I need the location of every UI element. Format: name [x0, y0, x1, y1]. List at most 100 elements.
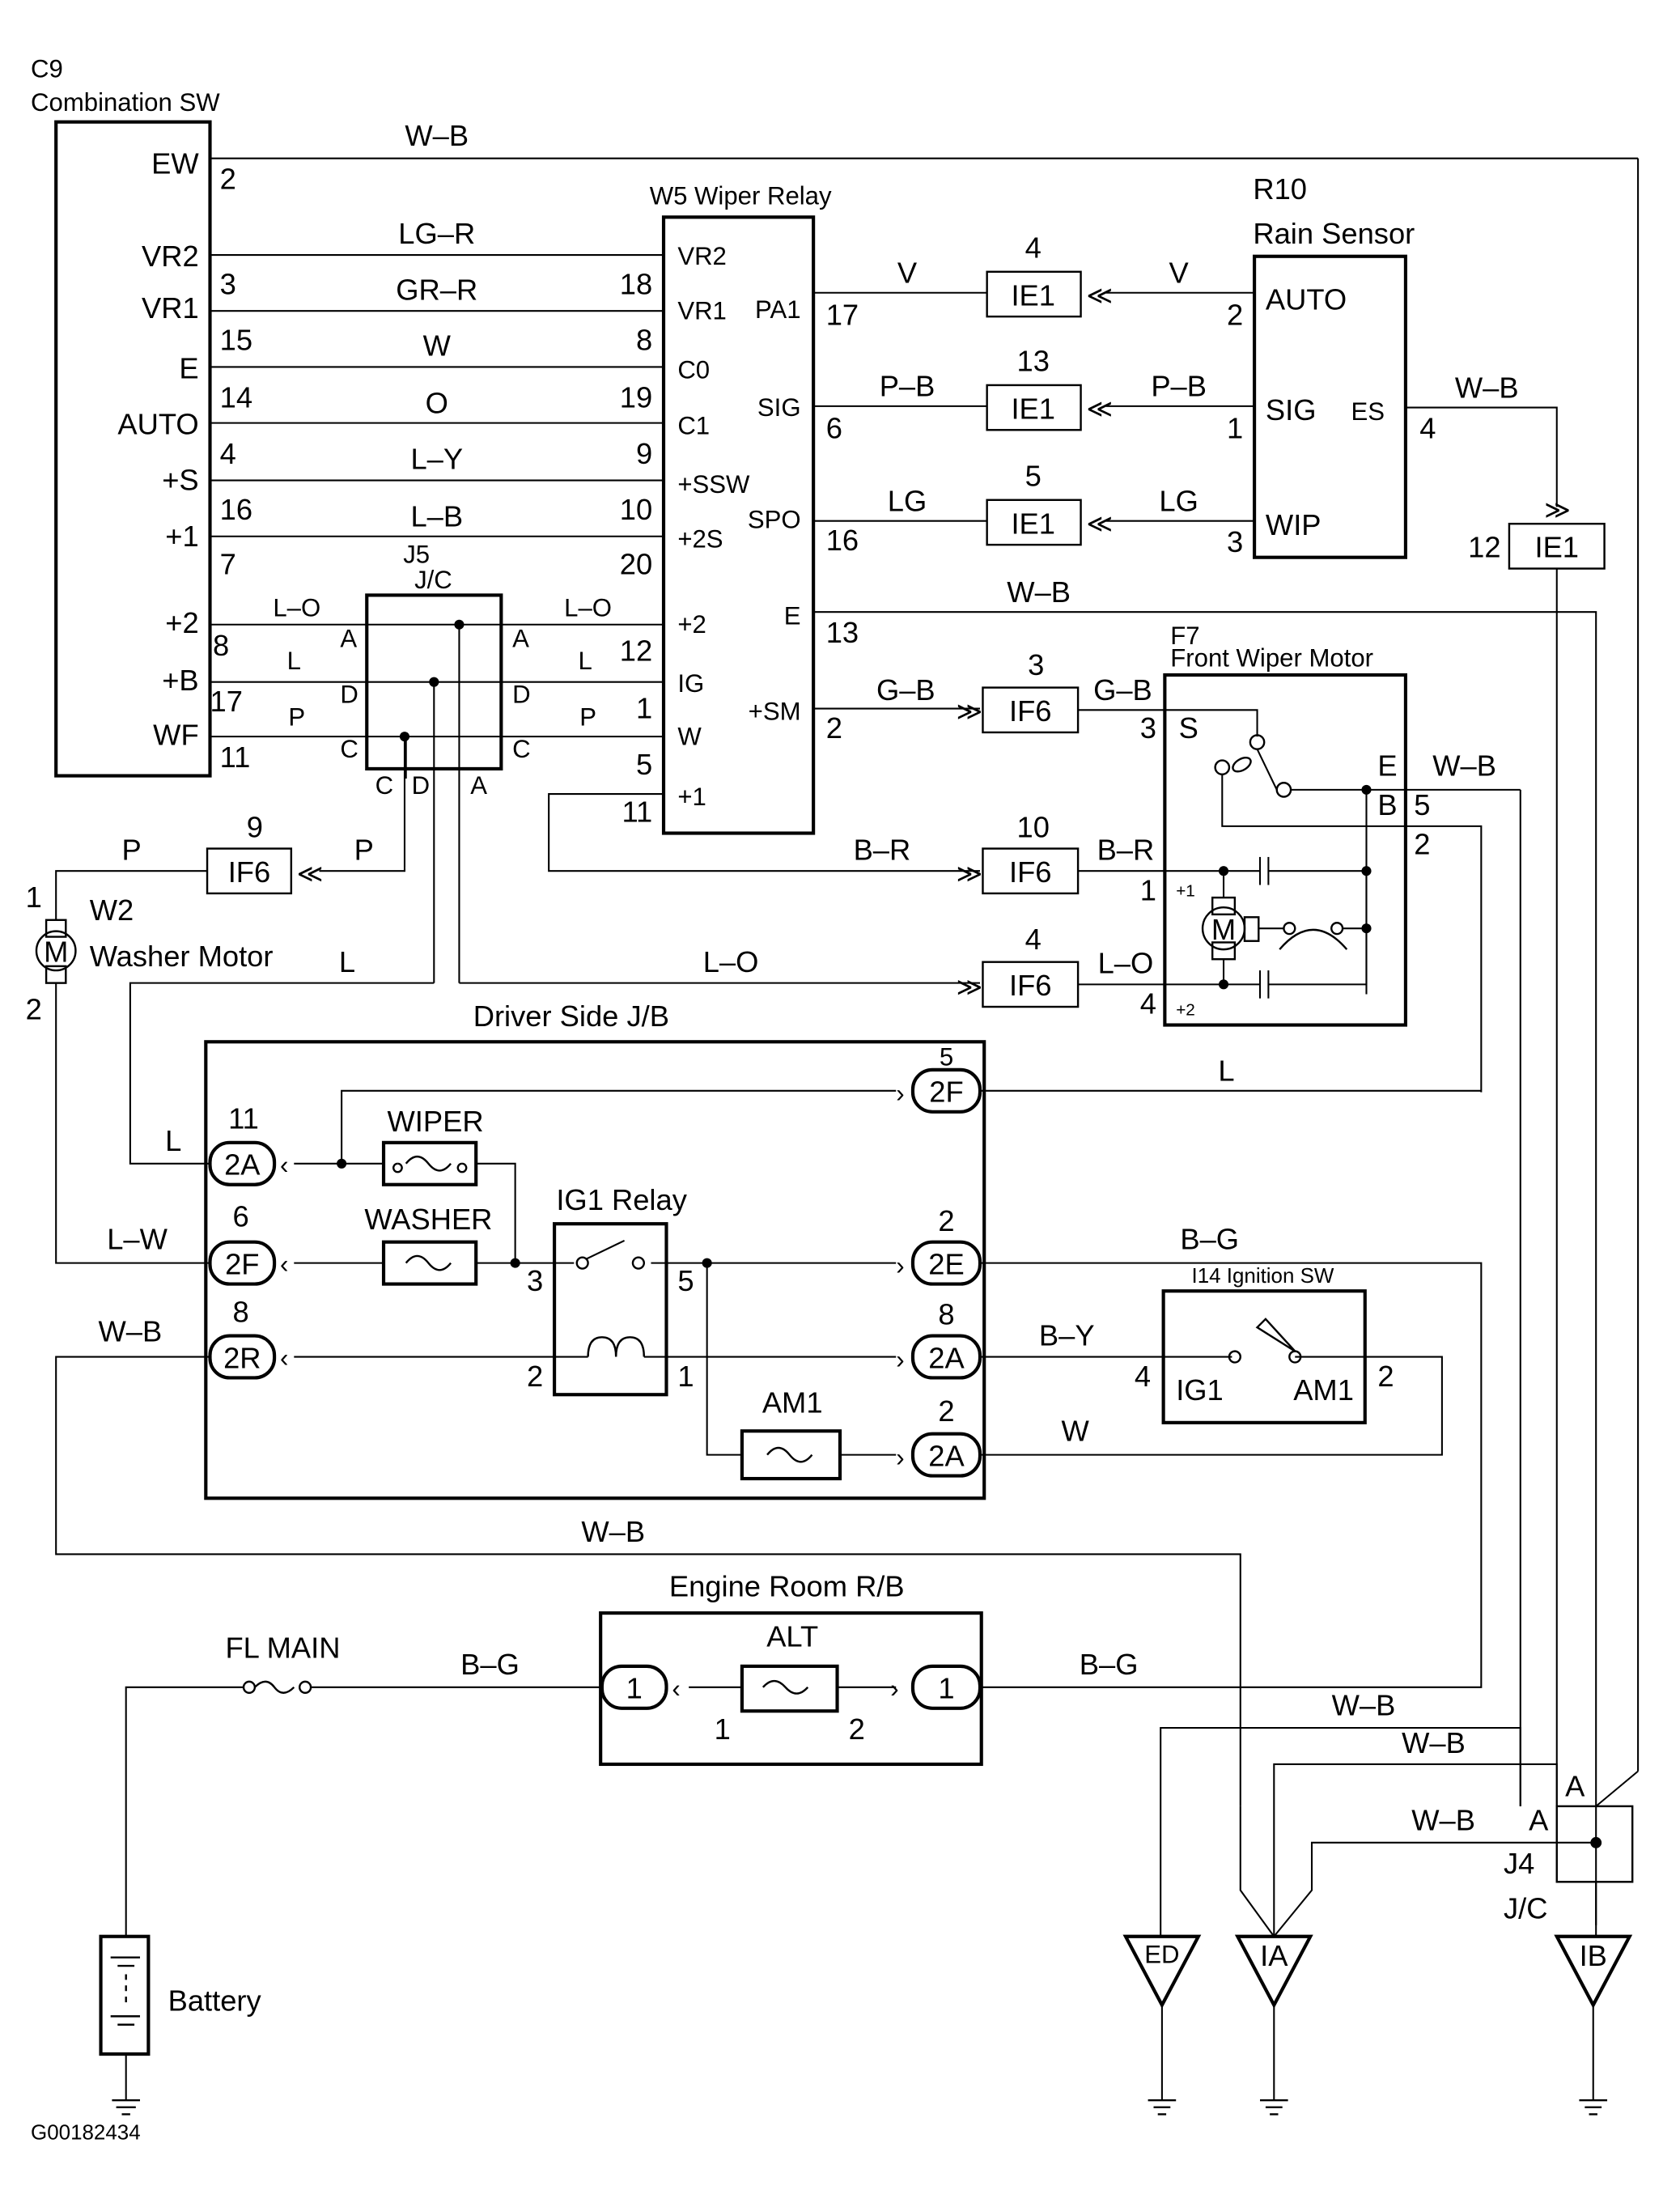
relay-terminal: +SSW	[677, 470, 750, 499]
connector-pin: 6	[232, 1200, 248, 1233]
rain-sensor: R10 Rain Sensor AUTO SIG WIP ES 2 1 3 4 …	[1227, 172, 1606, 1806]
wire-label: W–B	[1402, 1726, 1466, 1759]
wiper-relay: W5 Wiper Relay VR2 VR1 C0 C1 +SSW +2S +2…	[548, 182, 980, 872]
fuse-am1-icon	[740, 1429, 842, 1481]
ie1-connector	[986, 384, 1082, 431]
relay-terminal: PA1	[755, 295, 801, 324]
rain-sensor-name: Rain Sensor	[1253, 217, 1415, 250]
terminal-label: EW	[151, 147, 199, 180]
wire-label: L–O	[273, 593, 320, 622]
terminal-label: E	[179, 351, 198, 384]
pin-number: 17	[826, 299, 859, 332]
relay-terminal: +2	[677, 610, 706, 639]
pin-number: 4	[1419, 412, 1436, 445]
jb-connector	[208, 1140, 277, 1186]
wire-label: W	[423, 329, 452, 363]
wire-label: LG	[888, 485, 927, 518]
connector-pin: 11	[228, 1102, 259, 1135]
j5-pin: D	[340, 681, 358, 709]
terminal-label: +B	[162, 664, 198, 697]
wire-label: W–B	[405, 119, 469, 152]
connector-code: 2F	[929, 1076, 963, 1109]
pin-number: 4	[1135, 1360, 1151, 1393]
relay-terminal: IG	[677, 669, 704, 698]
connector-code: 1	[626, 1672, 643, 1705]
wire-label: L–Y	[410, 443, 463, 476]
relay-pin: 2	[527, 1360, 543, 1393]
wire-label: W–B	[1007, 575, 1071, 609]
jb-name: Driver Side J/B	[473, 999, 669, 1033]
arrow-left-icon: ‹	[280, 1250, 288, 1279]
wire-label: P	[288, 702, 305, 731]
washer-motor: 9 IF6 ≪ P P 1 M W2 Washer Motor 2 L	[26, 811, 435, 1264]
combination-switch-name: Combination SW	[31, 88, 220, 117]
pin-number: 3	[1140, 711, 1156, 745]
arrow-left-icon: ‹	[672, 1674, 680, 1703]
connector-label: IF6	[228, 855, 271, 889]
arrow-right-icon: ›	[896, 1251, 904, 1279]
grounds: W–B W–B W–B A A J4 J/C ED IA IB	[1122, 1688, 1634, 2116]
pin-number: 9	[636, 437, 652, 470]
ground-point-icon	[1122, 1934, 1202, 2009]
relay-terminal: +2S	[677, 525, 723, 554]
double-arrow-down-icon: ≫	[1544, 495, 1571, 524]
ground-point-icon	[1234, 1934, 1313, 2009]
j5-pin: C	[340, 735, 358, 763]
terminal-label: WF	[153, 719, 198, 752]
pin-number: 5	[636, 748, 652, 781]
pin-number: 3	[1227, 525, 1243, 558]
relay-to-rain-sensor: V IE1 4 ≪ V P–B IE1 13 ≪ P–B LG IE1 5 ≪ …	[813, 231, 1597, 1925]
wire-label: LG	[1159, 485, 1198, 518]
connector-pin: 3	[1028, 648, 1044, 681]
connector-label: IE1	[1011, 278, 1055, 312]
pin-number: 4	[1140, 987, 1156, 1021]
double-arrow-icon: ≫	[957, 697, 983, 725]
arrow-right-icon: ›	[896, 1345, 904, 1373]
wire-label: O	[426, 387, 448, 420]
pin-number: 18	[620, 267, 652, 300]
relay-terminal: SIG	[757, 393, 801, 422]
wire-label: W–B	[99, 1315, 163, 1348]
switch-terminal: IG1	[1176, 1373, 1224, 1407]
wire-label: L–O	[564, 593, 612, 622]
motor-terminal: S	[1179, 711, 1198, 745]
sensor-terminal: AUTO	[1266, 282, 1347, 316]
wiper-relay-name: W5 Wiper Relay	[650, 182, 832, 210]
relay-terminal: E	[784, 602, 801, 630]
diagram-code: G00182434	[31, 2122, 141, 2145]
wire-label: P	[579, 702, 596, 731]
engine-room-rb: Engine Room R/B ALT 1 ‹ › 1 1 2 B–G	[599, 1569, 1139, 1767]
connector-label: IE1	[1011, 507, 1055, 540]
connector-pin: 8	[938, 1298, 954, 1331]
combination-switch-body	[54, 120, 212, 778]
wire-label: L	[165, 1124, 181, 1157]
fuse-pin: 1	[715, 1712, 731, 1746]
connector-label: IF6	[1009, 694, 1052, 728]
relay-terminal: C1	[677, 411, 710, 439]
combination-switch-id: C9	[31, 54, 63, 83]
fuse-label: WIPER	[387, 1105, 483, 1138]
pin-number: 10	[620, 493, 652, 526]
ie1-connector	[986, 270, 1082, 318]
pin-number: 19	[620, 381, 652, 414]
connector-code: 1	[938, 1672, 954, 1705]
j5-name: J/C	[414, 566, 452, 594]
wire-label: B–Y	[1039, 1319, 1095, 1352]
battery-icon	[99, 1934, 151, 2056]
pin-number: 8	[636, 324, 652, 357]
connector-code: 2A	[224, 1148, 261, 1182]
washer-motor-icon	[35, 930, 77, 972]
arrow-left-icon: ‹	[280, 1151, 288, 1179]
junction-j5: J5 J/C A D C A D C C D A	[340, 541, 531, 983]
fuse-wiper-icon	[381, 1140, 478, 1186]
wire-label: W–B	[1455, 371, 1519, 404]
pin-number: 17	[210, 685, 243, 718]
wire-label: G–B	[1093, 673, 1152, 707]
relay-terminal: VR2	[677, 242, 727, 270]
pin-number: 2	[1227, 299, 1243, 332]
wire-label: B–R	[854, 833, 911, 866]
connector-code: 2E	[928, 1247, 964, 1280]
sensor-terminal: ES	[1351, 397, 1385, 426]
fuse-label: AM1	[762, 1386, 823, 1420]
key-switch-icon	[1255, 1318, 1296, 1352]
